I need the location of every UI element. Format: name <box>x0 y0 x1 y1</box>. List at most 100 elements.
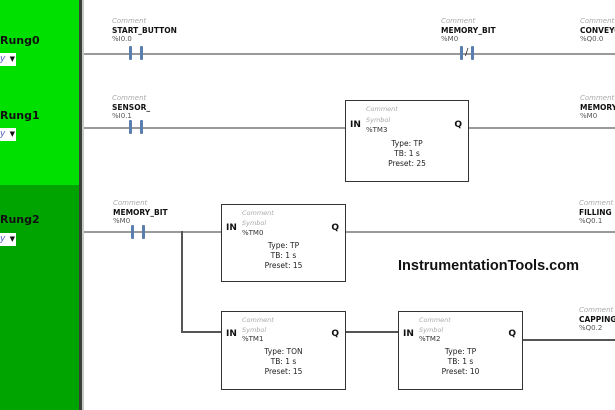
comment-text: Comment <box>112 94 147 102</box>
timer-preset: Preset: 15 <box>264 261 303 270</box>
comment-text: Comment <box>366 105 398 113</box>
rung2-branch-wire <box>181 331 222 333</box>
timer-block-tm2[interactable]: IN Q Comment Symbol %TM2 Type: TP TB: 1 … <box>398 311 523 390</box>
rung0-contact1-labels: Comment START_BUTTON %I0.0 <box>112 17 177 44</box>
timer-q-pin: Q <box>331 329 339 339</box>
comment-text: Comment <box>419 316 451 324</box>
rung-type-select-2[interactable]: y▼ <box>0 233 16 246</box>
rung2-coil2-labels: Comment CAPPING %Q0.2 <box>579 306 615 333</box>
timer-timebase: TB: 1 s <box>447 357 474 366</box>
symbol-text: MEMORY_BIT <box>441 26 496 35</box>
symbol-text: Symbol <box>242 219 267 227</box>
timer-preset: Preset: 15 <box>264 367 303 376</box>
rung1-coil-labels: Comment MEMORY %M0 <box>580 94 615 121</box>
symbol-text: START_BUTTON <box>112 26 177 35</box>
timer-q-pin: Q <box>331 223 339 233</box>
address-text: %Q0.1 <box>579 217 603 225</box>
rung2-branch-vertical <box>181 231 183 332</box>
rung2-wire-tm1-tm2 <box>345 331 399 333</box>
rung2-wire-out-capping <box>522 339 615 341</box>
timer-in-pin: IN <box>226 329 237 339</box>
timer-timebase: TB: 1 s <box>394 149 420 158</box>
timer-in-pin: IN <box>403 329 414 339</box>
rung-type-select-0[interactable]: y▼ <box>0 53 16 66</box>
symbol-text: Symbol <box>366 116 391 124</box>
rung2-wire-out-filling <box>345 231 615 233</box>
address-text: %I0.0 <box>112 35 132 43</box>
no-contact-sensor[interactable] <box>127 120 147 134</box>
address-text: %I0.1 <box>112 112 132 120</box>
rung-label-1: Rung1 <box>0 109 40 122</box>
timer-preset: Preset: 10 <box>441 367 480 376</box>
symbol-text: FILLING <box>579 208 612 217</box>
address-text: %M0 <box>580 112 598 120</box>
timer-block-tm1[interactable]: IN Q Comment Symbol %TM1 Type: TON TB: 1… <box>221 311 346 390</box>
timer-params: Type: TP TB: 1 s Preset: 25 <box>346 139 468 169</box>
comment-text: Comment <box>441 17 476 25</box>
timer-type: Type: TP <box>267 241 300 250</box>
rung-sidebar: Rung0 y▼ Rung1 y▼ Rung2 y▼ <box>0 0 79 410</box>
rung-label-0: Rung0 <box>0 34 40 47</box>
rung1-wire-out <box>468 127 615 129</box>
address-text: %TM2 <box>419 335 441 343</box>
rung-band-2[interactable] <box>0 185 79 410</box>
timer-params: Type: TP TB: 1 s Preset: 10 <box>399 347 522 377</box>
symbol-text: CONVEYO <box>580 26 615 35</box>
comment-text: Comment <box>113 199 148 207</box>
chevron-down-icon: ▼ <box>9 130 15 138</box>
symbol-text: CAPPING <box>579 315 615 324</box>
timer-in-pin: IN <box>226 223 237 233</box>
comment-text: Comment <box>580 94 615 102</box>
timer-params: Type: TON TB: 1 s Preset: 15 <box>222 347 345 377</box>
timer-params: Type: TP TB: 1 s Preset: 15 <box>222 241 345 271</box>
rail-edge <box>82 0 84 410</box>
comment-text: Comment <box>579 199 614 207</box>
address-text: %M0 <box>113 217 131 225</box>
rung-band-0-1[interactable] <box>0 0 79 185</box>
chevron-down-icon: ▼ <box>9 235 15 243</box>
timer-timebase: TB: 1 s <box>270 251 297 260</box>
symbol-text: SENSOR_ <box>112 103 151 112</box>
rung0-contact2-labels: Comment MEMORY_BIT %M0 <box>441 17 496 44</box>
rung0-wire <box>84 53 615 55</box>
timer-type: Type: TP <box>444 347 477 356</box>
no-contact-memory-bit[interactable] <box>129 225 149 239</box>
address-text: %Q0.2 <box>579 324 603 332</box>
rung-label-2: Rung2 <box>0 213 40 226</box>
chevron-down-icon: ▼ <box>9 55 15 63</box>
comment-text: Comment <box>242 209 274 217</box>
address-text: %TM0 <box>242 229 264 237</box>
rung1-wire-in <box>84 127 346 129</box>
address-text: %Q0.0 <box>580 35 604 43</box>
timer-type: Type: TP <box>391 139 423 148</box>
comment-text: Comment <box>242 316 274 324</box>
comment-text: Comment <box>580 17 615 25</box>
timer-timebase: TB: 1 s <box>270 357 297 366</box>
watermark: InstrumentationTools.com <box>398 258 579 274</box>
comment-text: Comment <box>579 306 614 314</box>
symbol-text: Symbol <box>242 326 267 334</box>
power-rail-left <box>79 0 82 410</box>
comment-text: Comment <box>112 17 147 25</box>
timer-block-tm3[interactable]: IN Q Comment Symbol %TM3 Type: TP TB: 1 … <box>345 100 469 182</box>
address-text: %TM3 <box>366 126 388 134</box>
rung2-contact1-labels: Comment MEMORY_BIT %M0 <box>113 199 168 226</box>
rung2-coil1-labels: Comment FILLING %Q0.1 <box>579 199 613 226</box>
symbol-text: Symbol <box>419 326 444 334</box>
timer-in-pin: IN <box>350 120 361 130</box>
timer-q-pin: Q <box>508 329 516 339</box>
no-contact-start-button[interactable] <box>127 46 147 60</box>
timer-type: Type: TON <box>264 347 303 356</box>
rung0-coil-labels: Comment CONVEYO %Q0.0 <box>580 17 615 44</box>
timer-block-tm0[interactable]: IN Q Comment Symbol %TM0 Type: TP TB: 1 … <box>221 204 346 282</box>
symbol-text: MEMORY_BIT <box>113 208 168 217</box>
symbol-text: MEMORY <box>580 103 615 112</box>
address-text: %TM1 <box>242 335 264 343</box>
rung-type-select-1[interactable]: y▼ <box>0 128 16 141</box>
nc-contact-memory-bit[interactable]: / <box>458 46 478 60</box>
address-text: %M0 <box>441 35 459 43</box>
rung2-wire-in <box>84 231 222 233</box>
timer-q-pin: Q <box>454 120 462 130</box>
timer-preset: Preset: 25 <box>388 159 426 168</box>
rung1-contact1-labels: Comment SENSOR_ %I0.1 <box>112 94 150 121</box>
